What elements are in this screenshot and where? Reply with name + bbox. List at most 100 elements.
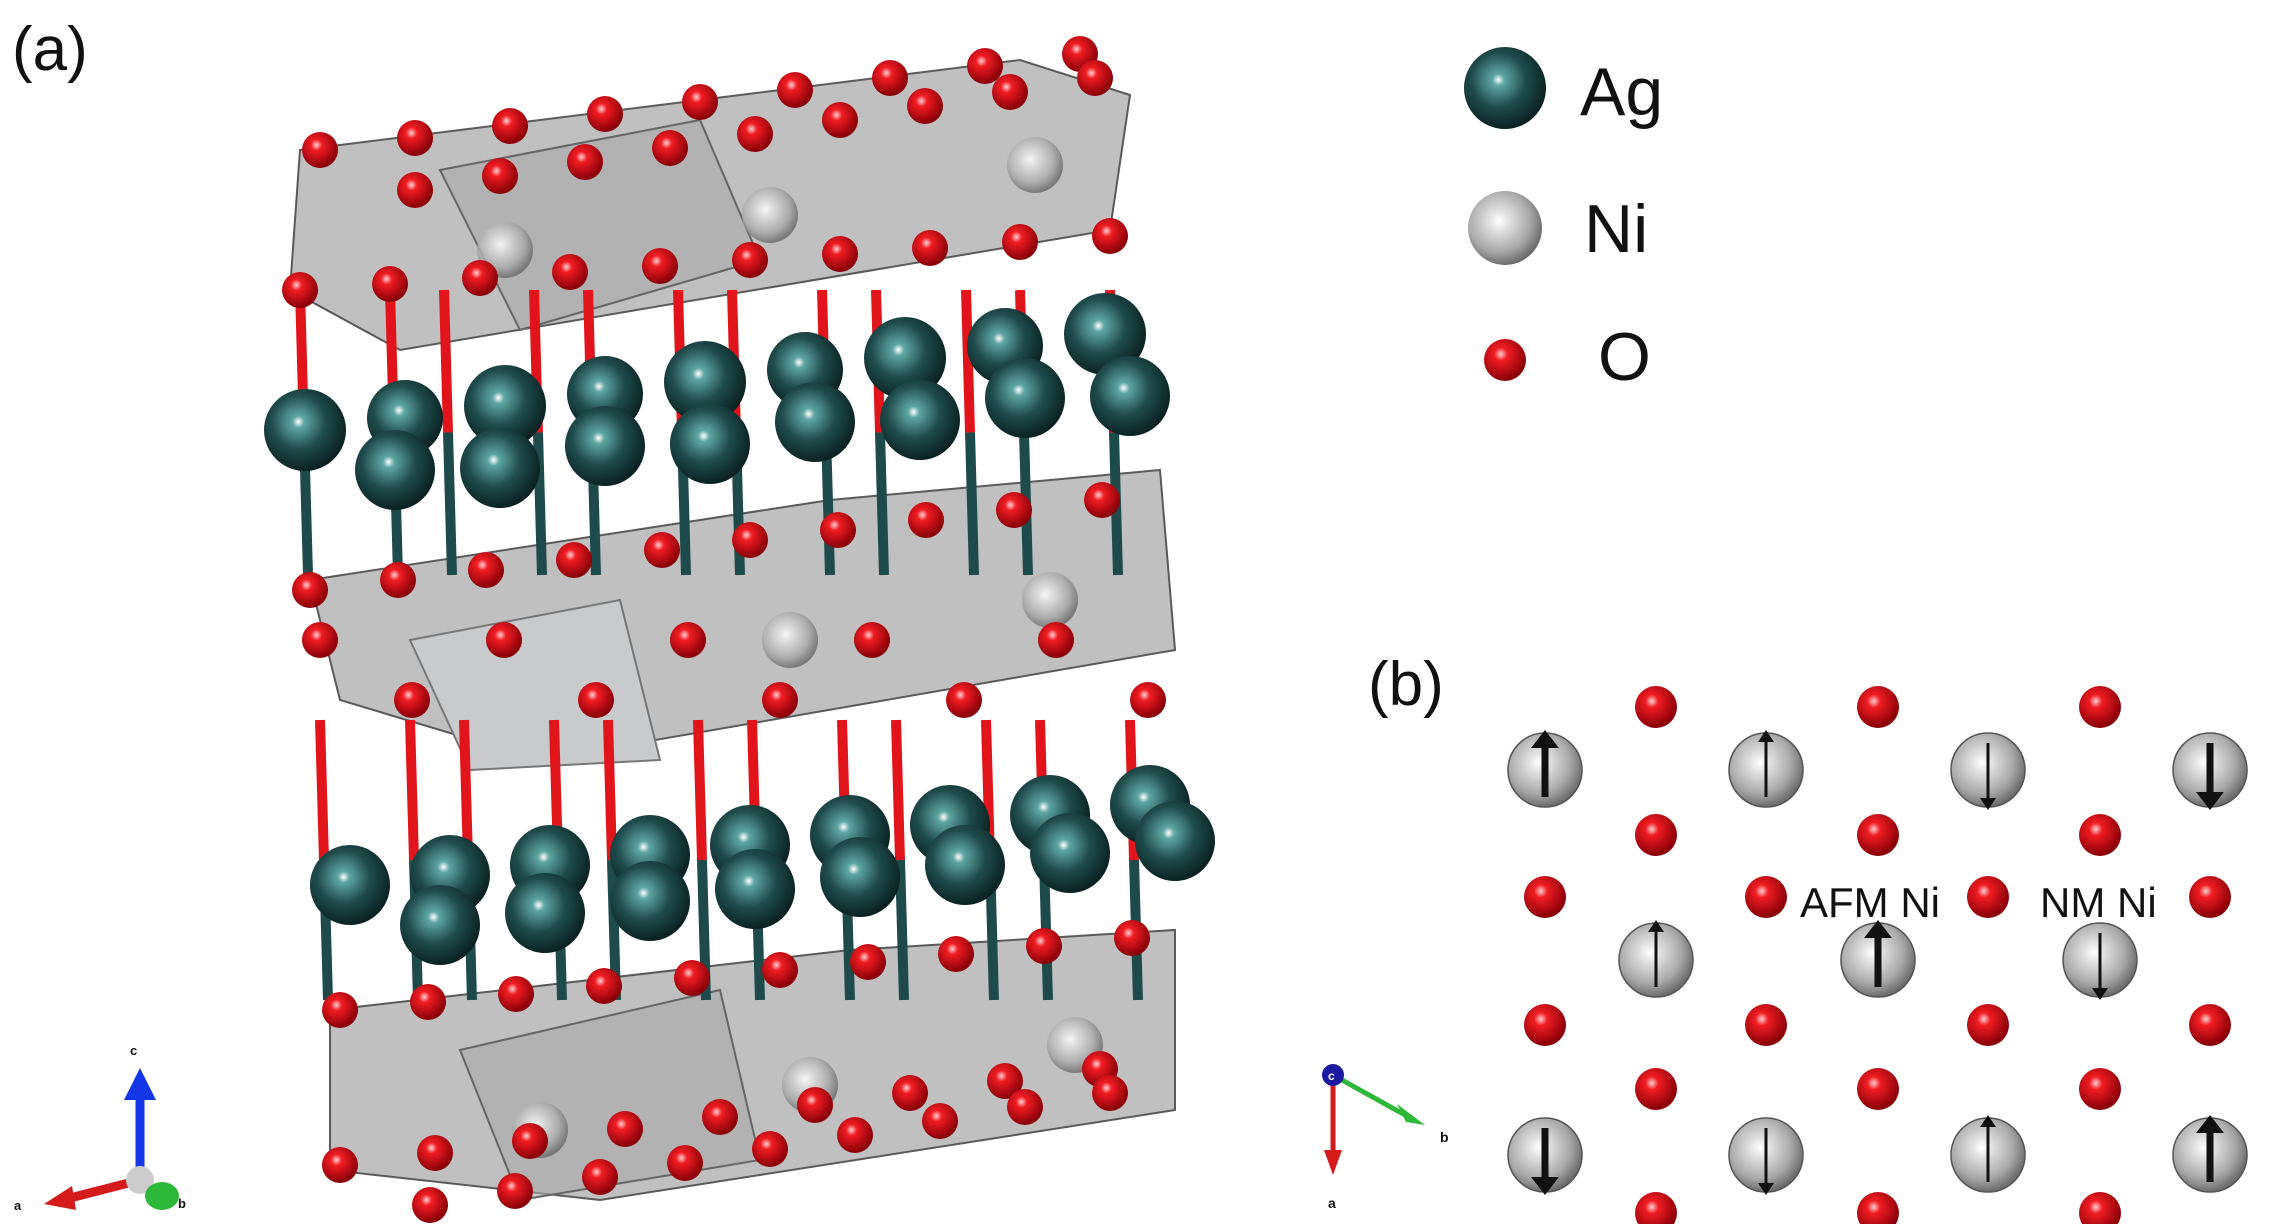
ag-atom xyxy=(775,382,855,462)
o-atom xyxy=(872,60,908,96)
ag-atom xyxy=(310,845,390,925)
ag-atom xyxy=(880,380,960,460)
o-atom xyxy=(854,622,890,658)
ni-atom xyxy=(1007,137,1063,193)
ni-atom xyxy=(742,187,798,243)
o-atom xyxy=(498,976,534,1012)
o-atom xyxy=(1092,218,1128,254)
o-atom xyxy=(1967,1004,2009,1046)
ag-atom xyxy=(505,873,585,953)
ag-atom xyxy=(670,404,750,484)
o-atom xyxy=(996,492,1032,528)
ag-atom xyxy=(1064,293,1146,375)
axis-label-b-b: b xyxy=(1440,1129,1449,1145)
o-atom xyxy=(797,1087,833,1123)
panel-a-label: (a) xyxy=(12,15,88,84)
nm-ni-label: NM Ni xyxy=(2040,879,2157,926)
ag-atom xyxy=(864,317,946,399)
o-atom xyxy=(302,132,338,168)
legend-label-ag: Ag xyxy=(1580,54,1663,130)
ag-atom xyxy=(1030,813,1110,893)
o-atom xyxy=(322,1147,358,1183)
o-atom xyxy=(1857,1068,1899,1110)
o-atom xyxy=(497,1173,533,1209)
o-atom-icon xyxy=(1484,339,1526,381)
o-atom xyxy=(2189,1004,2231,1046)
ag-atom xyxy=(264,389,346,471)
o-atom xyxy=(732,522,768,558)
o-atom xyxy=(556,542,592,578)
o-atom xyxy=(946,682,982,718)
ag-atom xyxy=(664,341,746,423)
o-atom xyxy=(670,622,706,658)
ag-atom xyxy=(925,825,1005,905)
o-atom xyxy=(762,682,798,718)
octahedron-face xyxy=(408,598,662,772)
o-atom xyxy=(397,120,433,156)
o-atom xyxy=(822,102,858,138)
ag-atom xyxy=(464,365,546,447)
ni-atom xyxy=(1022,572,1078,628)
o-atom xyxy=(752,1131,788,1167)
o-atom xyxy=(967,48,1003,84)
o-atom xyxy=(777,72,813,108)
o-atom xyxy=(468,552,504,588)
ag-atom xyxy=(1090,356,1170,436)
o-atom xyxy=(578,682,614,718)
bond xyxy=(439,289,453,433)
axis-label-b: b xyxy=(178,1196,186,1211)
ag-atom xyxy=(820,837,900,917)
spin-up-arrow-icon xyxy=(1648,920,1664,932)
axis-triad-a: c a b xyxy=(14,1043,186,1213)
o-atom xyxy=(908,502,944,538)
bond xyxy=(895,859,909,1001)
o-atom xyxy=(1857,814,1899,856)
spin-up-arrow-icon xyxy=(2196,1115,2224,1133)
o-atom xyxy=(822,236,858,272)
o-atom xyxy=(732,242,768,278)
o-atom xyxy=(486,622,522,658)
o-atom xyxy=(1857,686,1899,728)
o-atom xyxy=(567,144,603,180)
o-atom xyxy=(1084,482,1120,518)
o-atom xyxy=(2079,686,2121,728)
ni-atom xyxy=(762,612,818,668)
o-atom xyxy=(938,936,974,972)
o-atom xyxy=(1114,920,1150,956)
ni-atom-icon xyxy=(1468,191,1542,265)
spin-down-arrow-icon xyxy=(1980,798,1996,810)
o-atom xyxy=(992,74,1028,110)
o-atom xyxy=(820,512,856,548)
o-atom xyxy=(1745,1004,1787,1046)
o-atom xyxy=(282,272,318,308)
o-atom xyxy=(737,116,773,152)
o-atom xyxy=(1038,622,1074,658)
o-atom xyxy=(1077,60,1113,96)
o-atom xyxy=(922,1103,958,1139)
bond xyxy=(693,719,707,861)
axis-triad-b: c b a xyxy=(1322,1064,1449,1211)
o-atom xyxy=(482,158,518,194)
o-atom xyxy=(1635,1068,1677,1110)
o-atom xyxy=(1026,928,1062,964)
afm-ni-label: AFM Ni xyxy=(1800,879,1940,926)
o-atom xyxy=(1524,876,1566,918)
o-atom xyxy=(1635,814,1677,856)
o-atom xyxy=(322,992,358,1028)
o-atom xyxy=(652,130,688,166)
o-atom xyxy=(1002,224,1038,260)
bond xyxy=(603,719,617,861)
o-atom xyxy=(1092,1075,1128,1111)
bond xyxy=(315,719,329,861)
ag-atom xyxy=(610,861,690,941)
bond xyxy=(405,719,419,861)
bond xyxy=(961,289,975,433)
spin-down-arrow-icon xyxy=(2092,988,2108,1000)
o-atom xyxy=(292,572,328,608)
o-atom xyxy=(552,254,588,290)
o-atom xyxy=(586,968,622,1004)
o-atom xyxy=(462,260,498,296)
legend-label-ni: Ni xyxy=(1584,191,1648,267)
o-atom xyxy=(417,1135,453,1171)
o-atom xyxy=(762,952,798,988)
